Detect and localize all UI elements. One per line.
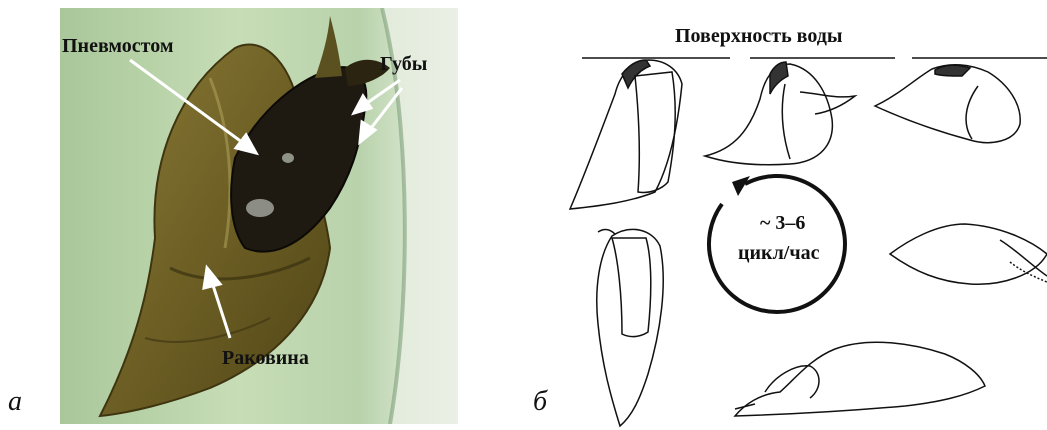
panel-b-letter: б xyxy=(533,386,547,418)
snail-drawing-2 xyxy=(705,62,855,165)
snail-cycle-diagram: Поверхность воды xyxy=(560,14,1047,428)
label-lips: Губы xyxy=(380,53,428,75)
snail-drawing-6 xyxy=(735,342,985,416)
cycle-rate-unit: цикл/час xyxy=(738,242,820,264)
water-surface-title: Поверхность воды xyxy=(675,25,843,47)
label-pneumostome: Пневмостом xyxy=(62,35,173,57)
snail-drawing-1 xyxy=(570,60,682,209)
snail-drawing-3 xyxy=(875,65,1020,143)
snail-photo: Пневмостом Губы Раковина xyxy=(60,8,458,424)
label-shell: Раковина xyxy=(222,347,309,369)
cycle-rate-value: ~ 3–6 xyxy=(760,212,805,234)
panel-a-letter: a xyxy=(8,386,22,418)
snail-drawing-5 xyxy=(890,224,1047,284)
snail-drawing-4 xyxy=(597,229,663,426)
